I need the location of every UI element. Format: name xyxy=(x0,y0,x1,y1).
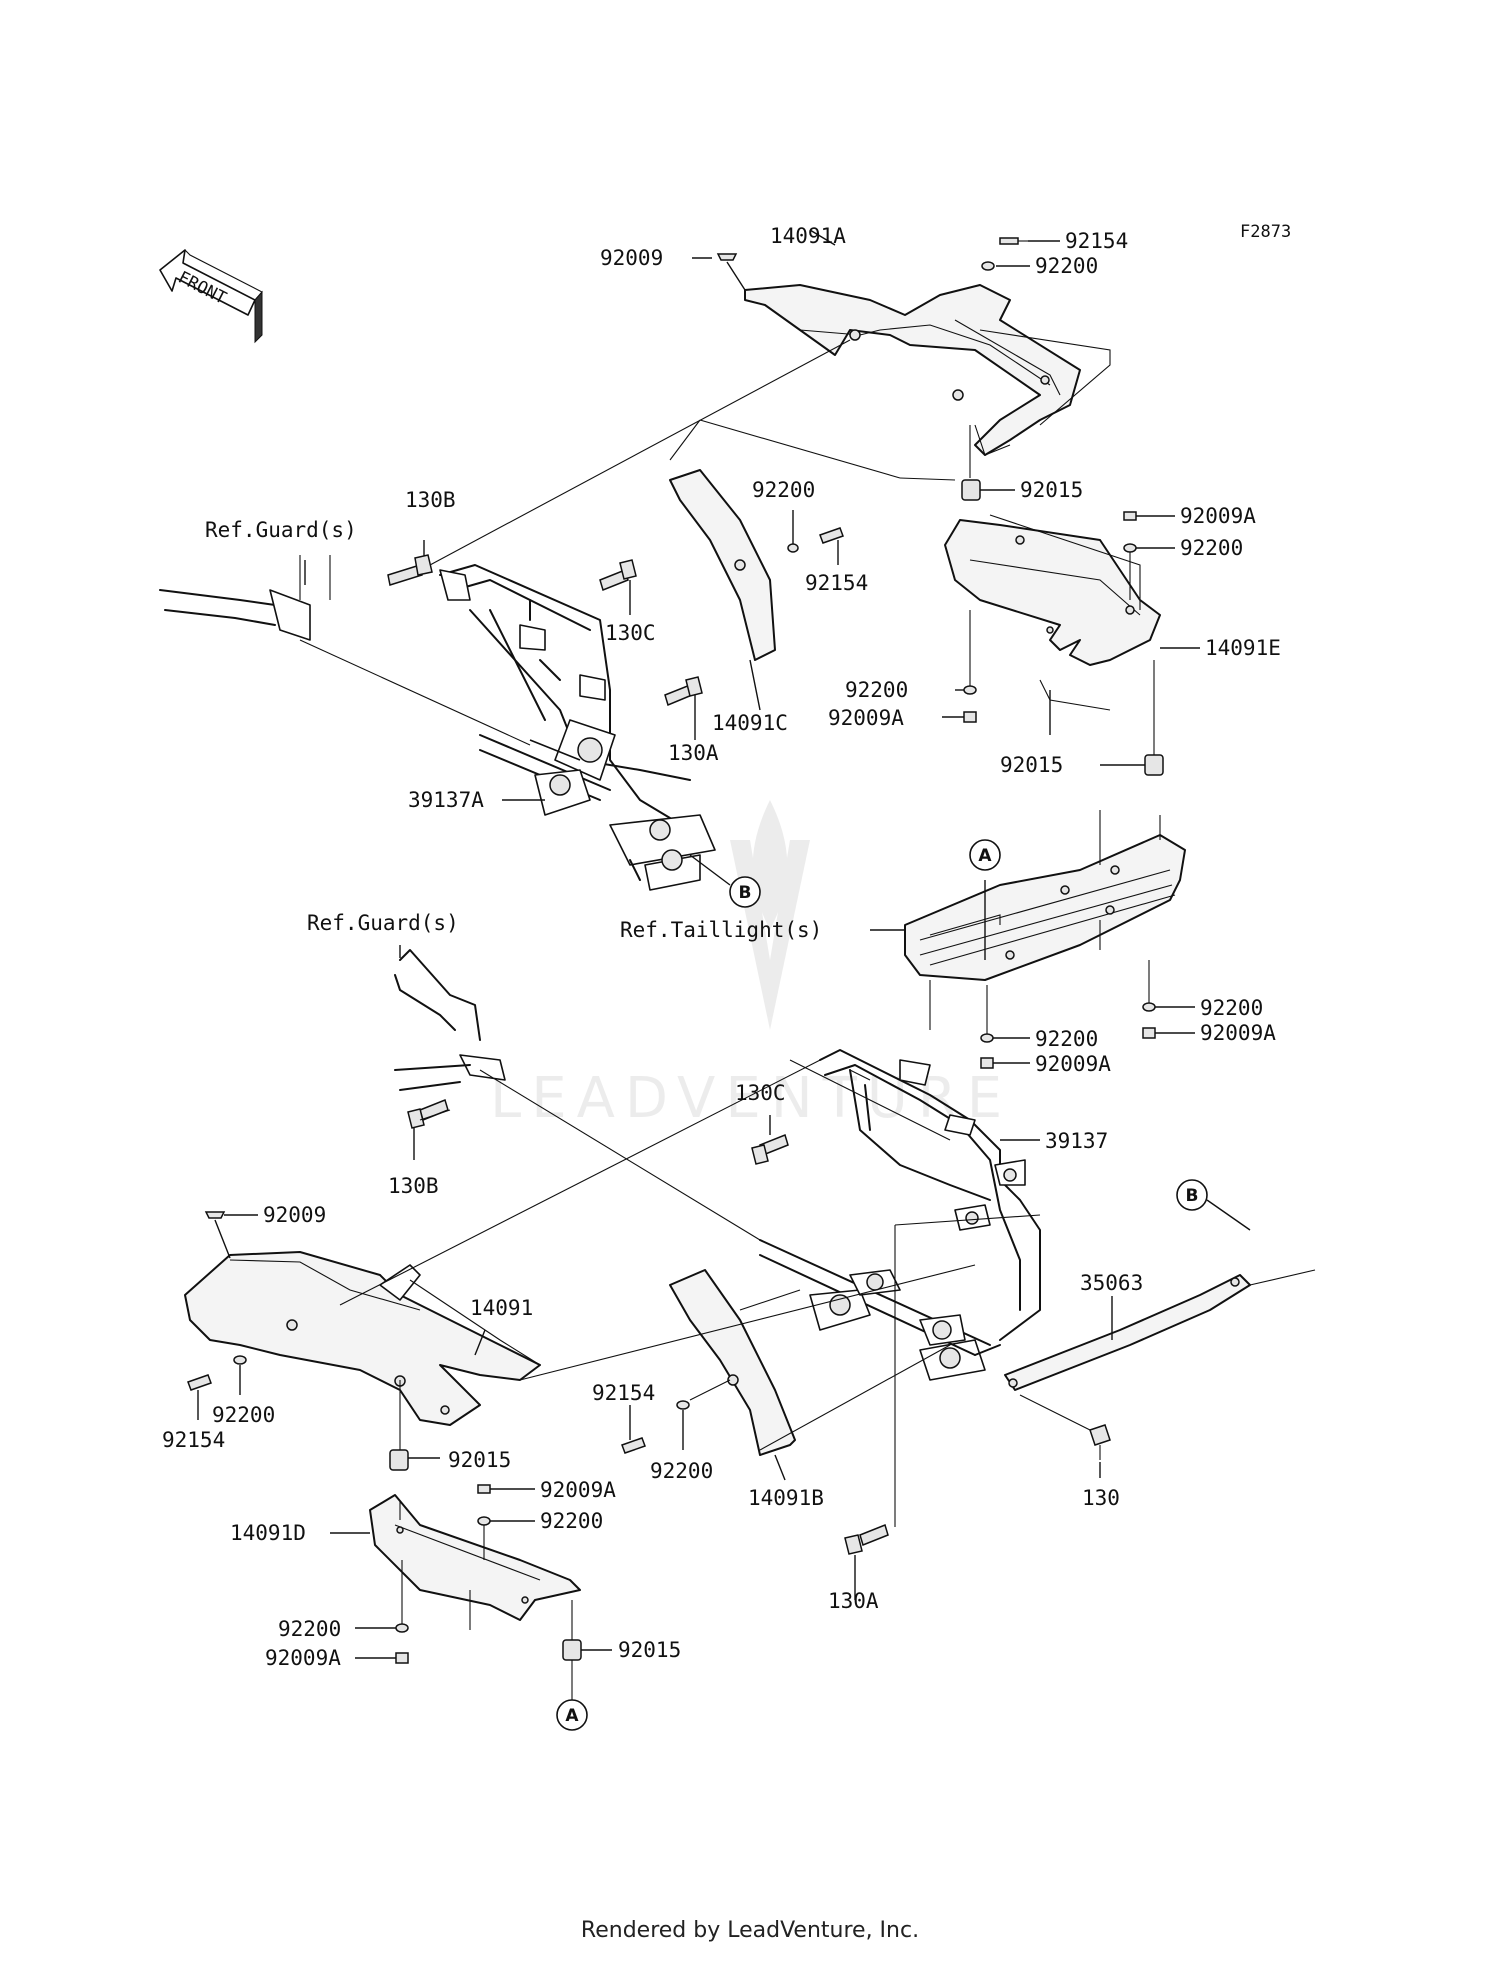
ref-taillight: Ref.Taillight(s) xyxy=(620,918,822,942)
label-14091E: 14091E xyxy=(1205,636,1281,660)
part-92009-fastener-lower xyxy=(204,1211,258,1259)
upper-guard-frame xyxy=(159,555,716,891)
part-130B-bolt-upper xyxy=(387,540,433,586)
lower-rod xyxy=(759,1239,991,1356)
callout-a-upper-letter: A xyxy=(978,846,992,866)
label-92009A-r3: 92009A xyxy=(1200,1021,1276,1045)
part-14091C-panel xyxy=(669,469,776,711)
callout-a-upper: A xyxy=(969,839,1001,871)
callout-b-upper: B xyxy=(689,854,761,908)
label-92009A-r2: 92009A xyxy=(828,706,904,730)
label-39137: 39137 xyxy=(1045,1129,1108,1153)
part-92200-92009A-taillight-right xyxy=(1142,960,1195,1039)
label-130B-low: 130B xyxy=(388,1174,439,1198)
part-14091-cover xyxy=(184,1251,541,1426)
label-92200-r3: 92200 xyxy=(1200,996,1263,1020)
label-92154-top: 92154 xyxy=(1065,229,1128,253)
part-92015-grommet-mid xyxy=(1100,660,1164,776)
part-14091A-cover xyxy=(744,284,1111,456)
label-92200-low1: 92200 xyxy=(540,1509,603,1533)
label-92154-low: 92154 xyxy=(592,1381,655,1405)
figure-code: F2873 xyxy=(1240,222,1291,242)
part-130C-bolt-lower xyxy=(751,1115,789,1165)
part-130A-bolt-upper xyxy=(664,676,703,740)
part-92200-92009A-taillight-bottom xyxy=(980,985,1030,1069)
part-92015-grommet-bottom xyxy=(562,1600,612,1700)
part-92009A-screw-right1 xyxy=(1123,511,1175,600)
label-92015-bot: 92015 xyxy=(618,1638,681,1662)
label-92200-r2: 92200 xyxy=(845,678,908,702)
part-92009A-92200-low1 xyxy=(477,1484,535,1560)
label-92200-low: 92200 xyxy=(650,1459,713,1483)
label-130C-top: 130C xyxy=(605,621,656,645)
part-130-bolt xyxy=(1089,1424,1111,1478)
watermark-logo xyxy=(730,800,810,1030)
label-92009A-low2: 92009A xyxy=(265,1646,341,1670)
label-92200-left: 92200 xyxy=(212,1403,275,1427)
lower-guard-frame xyxy=(394,945,506,1160)
label-92009-low: 92009 xyxy=(263,1203,326,1227)
part-39137A-rod xyxy=(479,734,611,816)
label-130: 130 xyxy=(1082,1486,1120,1510)
part-92009-fastener-top xyxy=(716,253,746,291)
footer-credit: Rendered by LeadVenture, Inc. xyxy=(580,1918,920,1943)
part-35063-stay xyxy=(1004,1269,1316,1431)
label-14091D: 14091D xyxy=(230,1521,306,1545)
part-39137-frame xyxy=(789,1049,1041,1381)
label-92015-mid: 92015 xyxy=(1000,753,1063,777)
part-92200-washer-right2 xyxy=(942,610,977,723)
front-arrow-icon: FRONT xyxy=(159,249,263,344)
label-92009-top: 92009 xyxy=(600,246,663,270)
ref-guard-upper: Ref.Guard(s) xyxy=(205,518,357,542)
label-92009A-r4: 92009A xyxy=(1035,1052,1111,1076)
part-92015-grommet-upper xyxy=(961,425,1015,501)
label-92009A-low1: 92009A xyxy=(540,1478,616,1502)
callout-a-lower-letter: A xyxy=(565,1706,579,1726)
part-92154-screw-mid xyxy=(787,510,844,565)
ref-guard-lower: Ref.Guard(s) xyxy=(307,911,459,935)
part-92154-screw-top xyxy=(981,237,1028,271)
part-14091D-cover xyxy=(330,1494,581,1630)
label-92015-low: 92015 xyxy=(448,1448,511,1472)
label-92154-left: 92154 xyxy=(162,1428,225,1452)
label-92009A-r1: 92009A xyxy=(1180,504,1256,528)
part-92154-92200-left xyxy=(187,1355,247,1420)
part-92154-92200-low xyxy=(621,1379,731,1454)
label-130A-low: 130A xyxy=(828,1589,879,1613)
part-92200-92009A-low2 xyxy=(355,1560,409,1664)
label-39137A: 39137A xyxy=(408,788,484,812)
callout-a-lower: A xyxy=(556,1699,588,1731)
part-14091E-cover xyxy=(944,514,1161,711)
callout-b-lower-letter: B xyxy=(1186,1186,1199,1206)
part-14091B-panel xyxy=(669,1269,801,1481)
label-92200-top: 92200 xyxy=(1035,254,1098,278)
label-92200-r1: 92200 xyxy=(1180,536,1243,560)
label-14091A: 14091A xyxy=(770,224,846,248)
label-92200-r4: 92200 xyxy=(1035,1027,1098,1051)
label-92154-mid: 92154 xyxy=(805,571,868,595)
label-92200-mid: 92200 xyxy=(752,478,815,502)
label-14091: 14091 xyxy=(470,1296,533,1320)
ref-taillight-bumper xyxy=(870,810,1186,1030)
label-130B-top: 130B xyxy=(405,488,456,512)
label-92200-low2: 92200 xyxy=(278,1617,341,1641)
part-92015-grommet-low xyxy=(389,1449,440,1471)
part-130C-bolt-upper xyxy=(599,559,637,615)
callout-b-upper-letter: B xyxy=(739,883,752,903)
label-14091C: 14091C xyxy=(712,711,788,735)
label-35063: 35063 xyxy=(1080,1271,1143,1295)
label-92015-top: 92015 xyxy=(1020,478,1083,502)
label-130A-top: 130A xyxy=(668,741,719,765)
callout-b-lower: B xyxy=(1176,1179,1251,1231)
label-130C-low: 130C xyxy=(735,1081,786,1105)
label-14091B: 14091B xyxy=(748,1486,824,1510)
